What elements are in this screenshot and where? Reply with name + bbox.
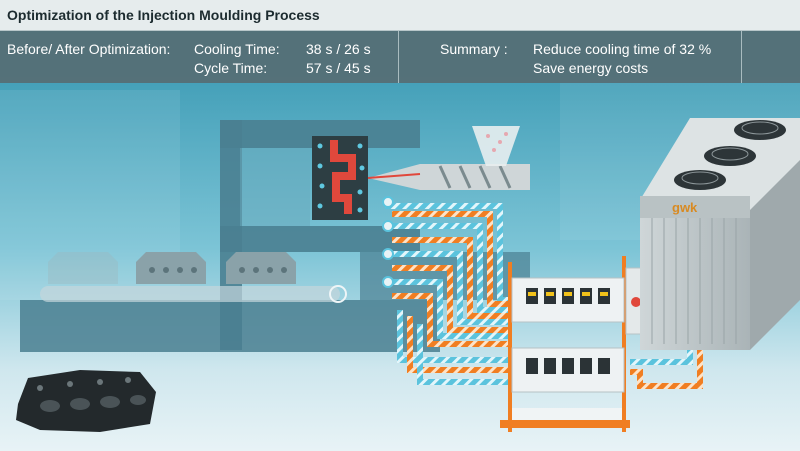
cooling-time-label: Cooling Time: (194, 41, 280, 57)
chiller-fans (674, 120, 786, 190)
before-after-label: Before/ After Optimization: (7, 41, 171, 57)
info-divider (398, 31, 399, 83)
injection-barrel (367, 126, 530, 190)
hose-nozzles (382, 196, 394, 288)
cycle-time-label: Cycle Time: (194, 60, 268, 76)
cooling-time-value: 38 s / 26 s (306, 41, 371, 57)
cycle-time-value: 57 s / 45 s (306, 60, 371, 76)
title-bar: Optimization of the Injection Moulding P… (0, 0, 800, 31)
info-divider-right (741, 31, 742, 83)
conveyor-belt (40, 285, 347, 303)
summary-line-2: Save energy costs (533, 60, 649, 76)
finished-part-cylinder-head-cover (16, 370, 156, 432)
summary-label: Summary : (440, 41, 508, 57)
chiller-unit: gwk (640, 118, 800, 350)
chiller-brand-logo: gwk (672, 200, 698, 215)
summary-line-1: Reduce cooling time of 32 % (533, 41, 712, 57)
info-bar: Before/ After Optimization: Cooling Time… (0, 31, 800, 83)
page-title: Optimization of the Injection Moulding P… (7, 7, 320, 23)
mould (312, 136, 368, 220)
moulded-parts-on-conveyor (48, 252, 296, 284)
